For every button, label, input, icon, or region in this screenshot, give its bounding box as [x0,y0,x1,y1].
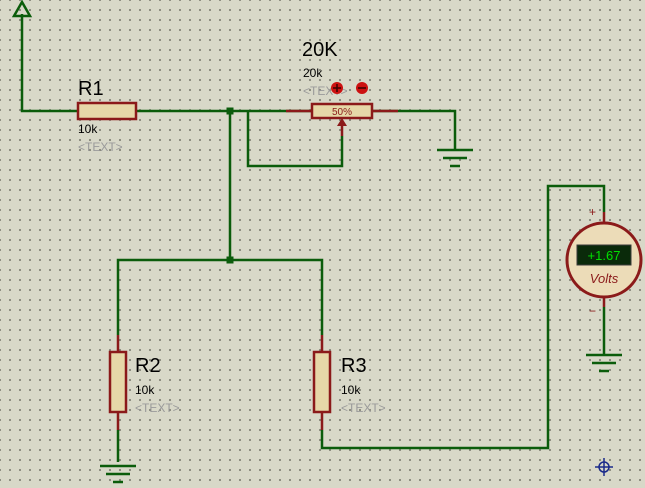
junction-dot [226,107,234,115]
r3-ref-label: R3 [341,355,367,377]
potentiometer-20k[interactable]: 20K 20k <TEXT> 50% [286,39,398,136]
origin-crosshair-icon [595,458,613,476]
resistor-r3[interactable]: R3 10k <TEXT> [312,335,386,430]
wire-r3-to-voltmeter [320,184,606,450]
pot-wiper-percent: 50% [332,107,352,118]
ground-icon[interactable] [437,148,473,168]
r2-text-label: <TEXT> [135,401,180,415]
voltmeter-display [576,244,632,266]
r2-value-label: 10k [135,383,155,397]
r3-value-label: 10k [341,383,361,397]
dc-voltmeter[interactable]: +1.67 Volts + − [565,205,643,318]
pot-ref-label: 20K [302,39,338,61]
voltmeter-minus-label: − [589,304,596,318]
ground-icon[interactable] [100,464,136,484]
wires [20,14,606,462]
resistor-r2[interactable]: R2 10k <TEXT> [108,335,180,430]
wire-r2-r3-bus [116,258,324,335]
wire-node-down-to-wiper [246,111,344,168]
pot-increase-icon[interactable] [331,82,343,94]
junction-dot [226,256,234,264]
ground-icon[interactable] [586,353,622,373]
voltmeter-unit-label: Volts [590,271,619,286]
power-terminal-icon[interactable] [11,0,33,18]
r1-ref-label: R1 [78,78,104,100]
wire-power-to-r1 [20,14,78,113]
wire-pot-to-ground [372,109,457,150]
r3-text-label: <TEXT> [341,401,386,415]
resistor-r1[interactable]: R1 10k <TEXT> [76,78,138,154]
pot-decrease-icon[interactable] [356,82,368,94]
r2-ref-label: R2 [135,355,161,377]
r1-text-label: <TEXT> [78,140,123,154]
voltmeter-plus-label: + [589,205,596,219]
pot-value-label: 20k [303,66,323,80]
voltmeter-reading: +1.67 [588,248,621,263]
r1-value-label: 10k [78,122,98,136]
